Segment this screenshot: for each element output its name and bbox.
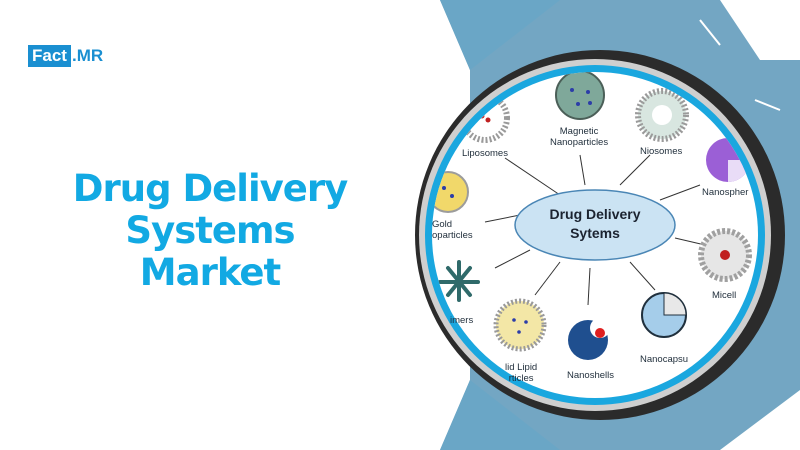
label-gold-nanoparticles: Gold oparticles [432, 219, 473, 241]
center-label-line-1: Drug Delivery [549, 206, 641, 222]
center-label: Drug Delivery Sytems [520, 205, 670, 243]
label-liposomes: Liposomes [462, 148, 508, 159]
label-magnetic-line-2: Nanoparticles [550, 137, 609, 148]
factmr-logo: Fact .MR [28, 45, 103, 67]
magnetic-nanoparticle [555, 72, 605, 120]
label-micelles: Micell [712, 290, 737, 301]
label-nanocapsules: Nanocapsu [640, 354, 689, 365]
label-gold-line-1: Gold [432, 219, 453, 230]
label-nanospheres: Nanospher [702, 187, 749, 198]
solid-lipid-nanoparticle [493, 298, 547, 352]
label-dendrimers: imers [450, 315, 474, 326]
logo-text-mr: .MR [71, 46, 104, 65]
label-gold-line-2: oparticles [432, 230, 473, 241]
label-solid-line-1: lid Lipid [505, 362, 538, 373]
label-solid-line-2: rticles [508, 373, 534, 384]
page-title: Drug Delivery Systems Market [0, 168, 420, 294]
center-cloud [514, 189, 676, 261]
nanocapsule-particle [641, 292, 687, 338]
title-line-1: Drug Delivery Systems [72, 167, 348, 252]
label-magnetic-line-1: Magnetic [559, 126, 599, 137]
label-solid-lipid-nanoparticles: lid Lipid rticles [505, 362, 537, 384]
niosome-particle [635, 88, 689, 142]
center-label-line-2: Sytems [570, 225, 620, 241]
label-niosomes: Niosomes [640, 146, 683, 157]
label-magnetic-nanoparticles: Magnetic Nanoparticles [550, 126, 608, 148]
nanoshell-particle [568, 318, 610, 360]
title-line-2: Market [139, 251, 281, 294]
micelle-particle [698, 228, 752, 282]
label-nanoshells: Nanoshells [567, 370, 614, 381]
logo-text-fact: Fact [28, 45, 71, 67]
dendrimer-particle [438, 260, 480, 302]
